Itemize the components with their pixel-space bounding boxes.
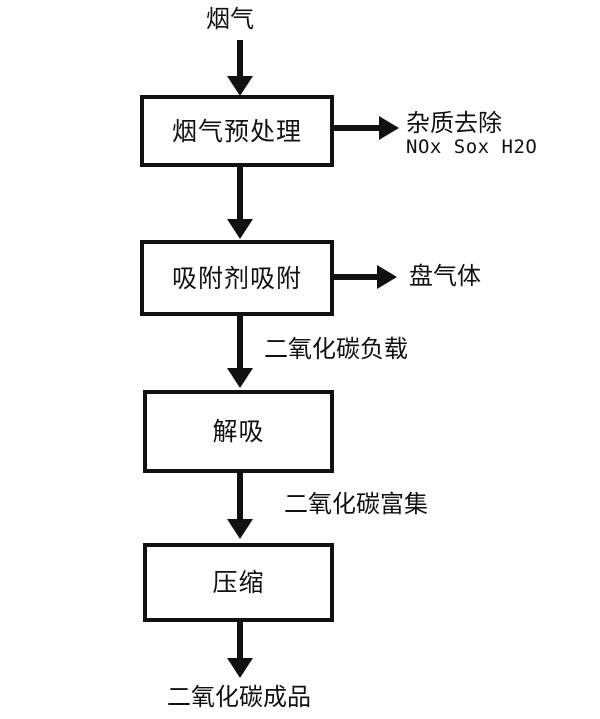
process-node-adsorption[interactable]: 吸附剂吸附 [140, 240, 334, 316]
impurity-removal-label-line1: 杂质去除 [406, 109, 502, 137]
edge-adsorption-to-desorption-arrow-head [227, 368, 253, 388]
process-node-desorption-label: 解吸 [212, 417, 265, 446]
edge-pretreatment-to-adsorption-line [237, 167, 243, 223]
outlet-connector-line [237, 622, 243, 662]
process-node-desorption[interactable]: 解吸 [143, 390, 334, 473]
impurity-removal-label: 杂质去除 NOx Sox H2O [406, 110, 537, 160]
impurity-removal-arrow-head [379, 116, 399, 140]
lean-gas-label: 盘气体 [409, 262, 481, 290]
edge-desorption-to-compression-arrow-head [227, 519, 253, 539]
impurity-removal-connector-line [334, 125, 386, 131]
impurity-removal-label-line2: NOx Sox H2O [406, 136, 538, 159]
process-node-compression[interactable]: 压缩 [143, 543, 334, 622]
lean-gas-label-line1: 盘气体 [409, 262, 481, 290]
lean-gas-connector-line [334, 274, 384, 280]
outlet-arrow-head [227, 658, 253, 678]
edge-adsorption-to-desorption-line [237, 316, 243, 372]
edge-desorption-to-compression-line [237, 473, 243, 523]
edge-pretreatment-to-adsorption-arrow-head [227, 219, 253, 239]
edge-label-co2-enriched: 二氧化碳富集 [284, 490, 428, 518]
outlet-label: 二氧化碳成品 [167, 683, 311, 711]
process-node-pretreatment[interactable]: 烟气预处理 [140, 95, 334, 167]
process-node-adsorption-label: 吸附剂吸附 [171, 263, 302, 293]
process-node-pretreatment-label: 烟气预处理 [171, 116, 302, 146]
edge-label-co2-loaded: 二氧化碳负载 [264, 335, 408, 363]
inlet-arrow-head [227, 76, 253, 96]
process-node-compression-label: 压缩 [212, 568, 265, 597]
inlet-label: 烟气 [206, 5, 254, 33]
lean-gas-arrow-head [377, 265, 397, 289]
inlet-connector-line [237, 40, 243, 80]
